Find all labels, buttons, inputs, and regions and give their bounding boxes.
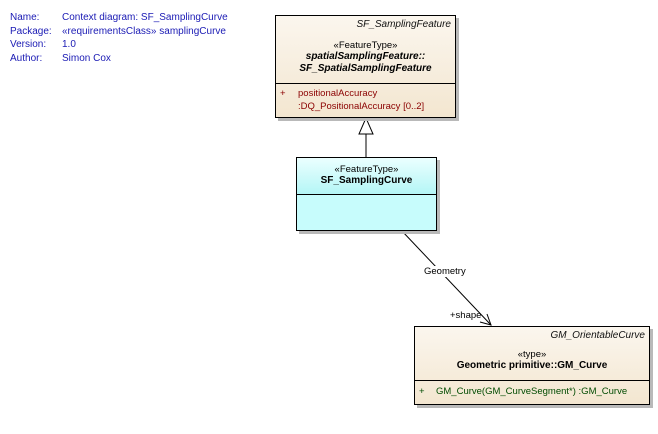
generalization-arrowhead: [358, 116, 374, 135]
stereotype-label: «type»: [517, 349, 547, 360]
class-header: «FeatureType» SF_SamplingCurve: [297, 158, 436, 195]
metadata-value: Simon Cox: [62, 52, 111, 64]
class-gm-curve[interactable]: GM_OrientableCurve «type» Geometric prim…: [414, 326, 650, 405]
operation-visibility: +: [419, 386, 425, 397]
diagram-metadata: Name: Context diagram: SF_SamplingCurve …: [10, 11, 228, 65]
association-open-arrowhead: [479, 313, 492, 326]
metadata-key: Name:: [10, 12, 40, 23]
attribute-compartment-empty: [297, 195, 436, 230]
metadata-row-version: Version: 1.0: [10, 38, 228, 52]
class-name-line1: spatialSamplingFeature::: [305, 51, 426, 62]
attribute-visibility: +: [280, 88, 286, 99]
association-line[interactable]: [401, 230, 492, 326]
metadata-key: Package:: [10, 25, 52, 37]
metadata-row-package: Package: «requirementsClass» samplingCur…: [10, 25, 228, 39]
metadata-row-name: Name: Context diagram: SF_SamplingCurve: [10, 11, 228, 25]
stereotype-label: «FeatureType»: [334, 164, 399, 175]
metadata-value: Context diagram: SF_SamplingCurve: [62, 12, 228, 23]
class-name: SF_SamplingCurve: [320, 175, 413, 186]
operation-signature: GM_Curve(GM_CurveSegment*) :GM_Curve: [436, 386, 628, 397]
metadata-value: «requirementsClass» samplingCurve: [62, 25, 226, 37]
metadata-value: 1.0: [62, 39, 76, 50]
external-package-name: SF_SamplingFeature: [356, 19, 452, 30]
operation-compartment: + GM_Curve(GM_CurveSegment*) :GM_Curve: [415, 381, 649, 404]
stereotype-label: «FeatureType»: [333, 40, 398, 51]
attribute-compartment: + positionalAccuracy :DQ_PositionalAccur…: [276, 84, 455, 117]
metadata-row-author: Author: Simon Cox: [10, 52, 228, 66]
class-name-line2: SF_SpatialSamplingFeature: [299, 63, 432, 74]
external-package-name: GM_OrientableCurve: [550, 330, 645, 341]
class-sf-sampling-curve[interactable]: «FeatureType» SF_SamplingCurve: [296, 157, 437, 231]
metadata-key: Author:: [10, 52, 43, 64]
class-header: SF_SamplingFeature «FeatureType» spatial…: [276, 16, 455, 84]
attribute-type: :DQ_PositionalAccuracy [0..2]: [298, 101, 425, 112]
class-sf-sampling-feature[interactable]: SF_SamplingFeature «FeatureType» spatial…: [275, 15, 456, 118]
class-header: GM_OrientableCurve «type» Geometric prim…: [415, 327, 649, 381]
class-name: Geometric primitive::GM_Curve: [456, 360, 608, 371]
metadata-key: Version:: [10, 39, 47, 50]
association-role-label: +shape: [450, 310, 482, 321]
association-name-label: Geometry: [424, 266, 466, 277]
attribute-name: positionalAccuracy: [298, 88, 378, 99]
